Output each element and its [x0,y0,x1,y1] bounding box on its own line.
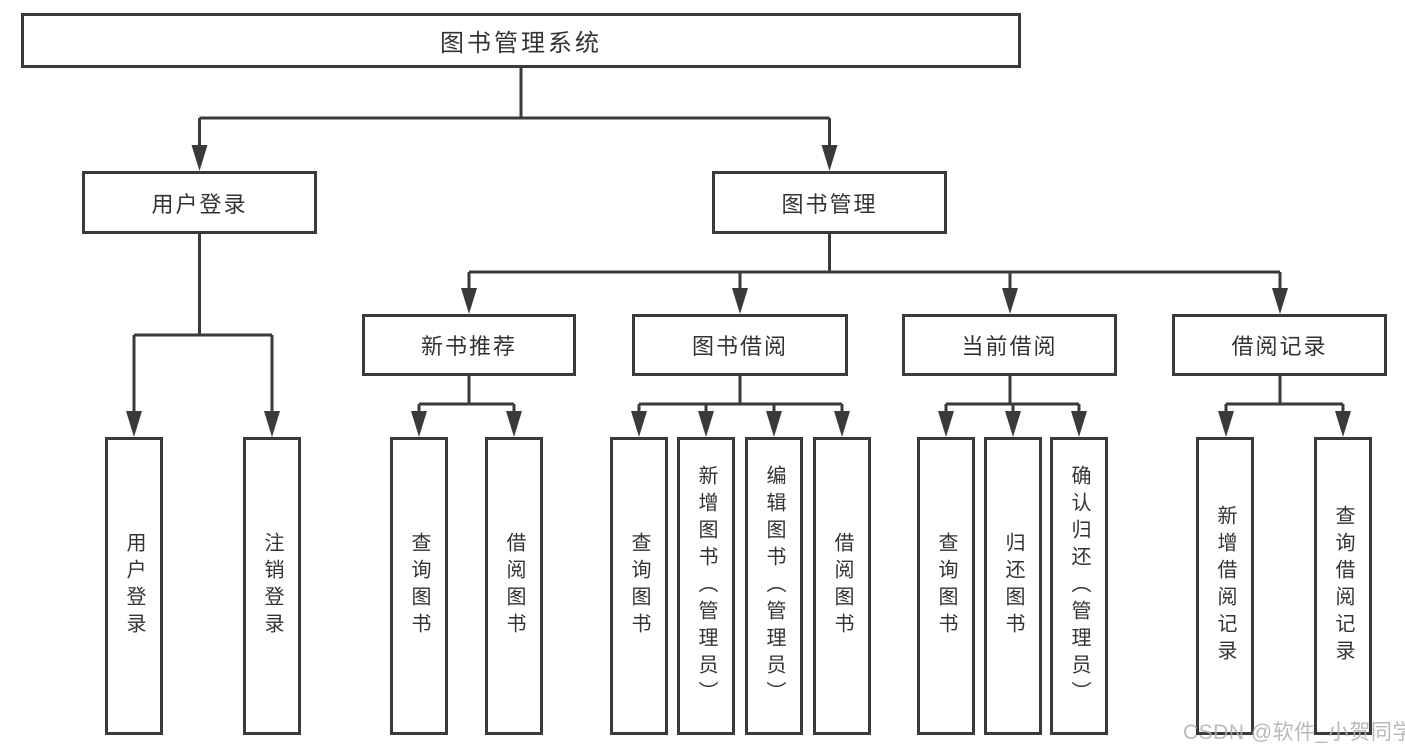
arrowheads [126,145,1351,437]
csdn-watermark: CSDN @软件_小贺同学 [1183,721,1405,744]
leaf-query-books: 查询图书 [390,437,448,735]
leaf-label: 查询图书 [628,532,650,640]
leaf-borrow-books: 借阅图书 [485,437,543,735]
node-book-management-branch: 图书管理 [712,171,947,234]
node-user-login-branch: 用户登录 [82,171,317,234]
leaf-label: 编辑图书（管理员） [763,464,785,708]
leaf-label: 查询图书 [408,532,430,640]
leaf-query-books: 查询图书 [917,437,975,735]
leaf-return-books: 归还图书 [984,437,1042,735]
leaf-label: 注销登录 [261,532,283,640]
leaf-label: 查询图书 [935,532,957,640]
leaf-query-borrow-record: 查询借阅记录 [1314,437,1372,735]
node-new-book-recommendation: 新书推荐 [362,314,576,376]
leaf-label: 查询借阅记录 [1332,505,1354,667]
leaf-label: 借阅图书 [831,532,853,640]
leaf-label: 新增借阅记录 [1214,505,1236,667]
node-library-management-system: 图书管理系统 [21,13,1021,68]
leaf-edit-books-admin: 编辑图书（管理员） [745,437,803,735]
leaf-logout: 注销登录 [243,437,301,735]
leaf-add-borrow-record: 新增借阅记录 [1196,437,1254,735]
leaf-label: 确认归还（管理员） [1068,464,1090,708]
node-book-borrowing: 图书借阅 [632,314,848,376]
leaf-label: 新增图书（管理员） [695,464,717,708]
connector-segments [132,68,1345,413]
node-current-borrowing: 当前借阅 [902,314,1117,376]
leaf-label: 用户登录 [123,532,145,640]
leaf-query-books: 查询图书 [610,437,668,735]
leaf-label: 归还图书 [1002,532,1024,640]
node-borrowing-records: 借阅记录 [1172,314,1387,376]
leaf-label: 借阅图书 [503,532,525,640]
leaf-borrow-books: 借阅图书 [813,437,871,735]
leaf-user-login: 用户登录 [105,437,163,735]
leaf-add-books-admin: 新增图书（管理员） [677,437,735,735]
leaf-confirm-return-admin: 确认归还（管理员） [1050,437,1108,735]
